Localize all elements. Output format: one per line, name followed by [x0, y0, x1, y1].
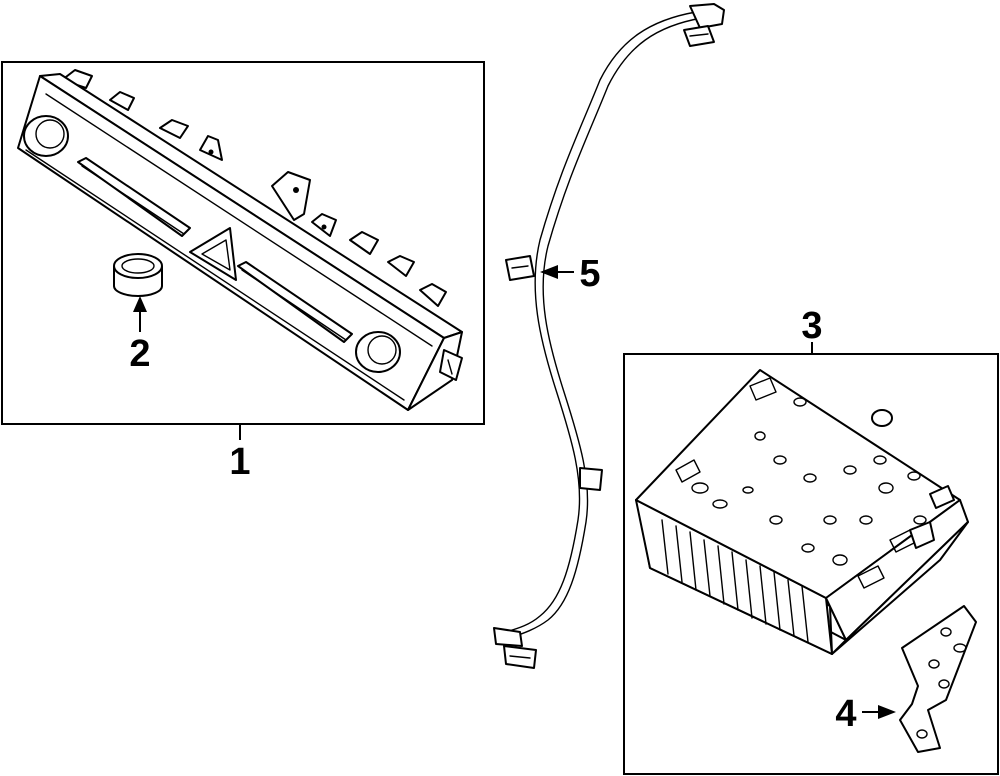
hazard-switch-panel — [17, 69, 463, 411]
mounting-bracket — [899, 605, 977, 753]
leader-arrow-2 — [133, 296, 147, 332]
wire-harness — [493, 3, 725, 669]
radio-receiver-unit — [635, 369, 969, 655]
knob-cap — [113, 253, 163, 297]
leader-arrow-4 — [862, 705, 896, 719]
callout-4: 4 — [835, 693, 856, 735]
leader-arrow-5 — [540, 265, 574, 279]
callout-5: 5 — [579, 253, 600, 295]
callout-3: 3 — [801, 305, 822, 347]
callout-1: 1 — [229, 441, 250, 483]
panel-frame-box — [1, 61, 485, 425]
callout-2: 2 — [129, 333, 150, 375]
